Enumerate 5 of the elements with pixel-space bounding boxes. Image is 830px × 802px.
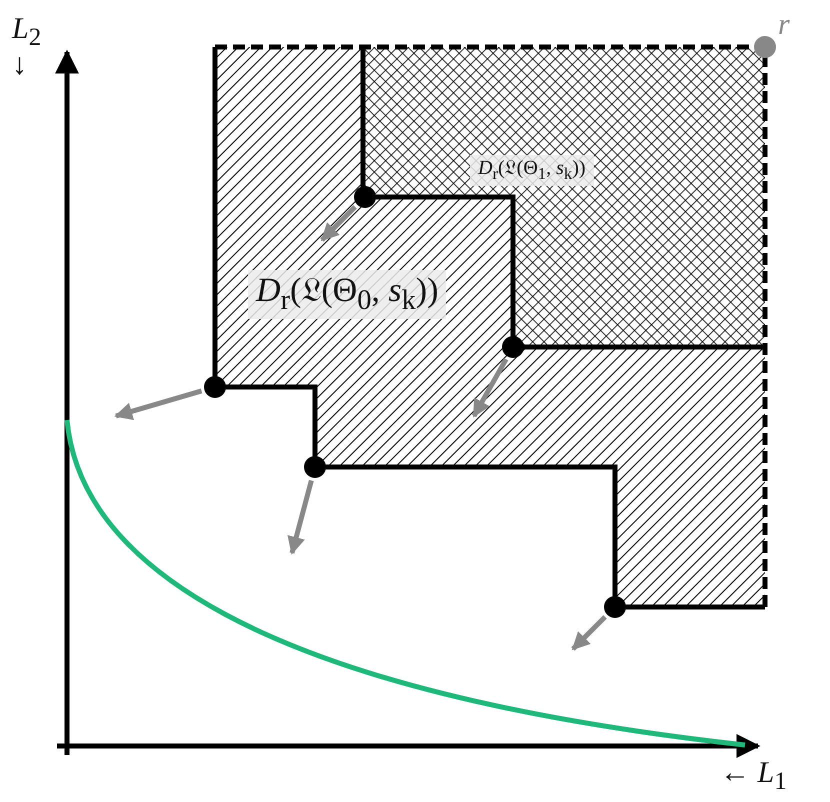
point-label: r — [778, 10, 790, 40]
axis-label: ← L$_{1}$ — [720, 758, 787, 794]
axis-label: L$_{2}$ ↓ — [12, 14, 42, 80]
region-label: D$_{r}$(𝔏(Θ$_{1}$, s$_{k}$)) — [470, 155, 594, 186]
region-label: D$_{r}$(𝔏(Θ$_{0}$, s$_{k}$)) — [248, 270, 446, 319]
